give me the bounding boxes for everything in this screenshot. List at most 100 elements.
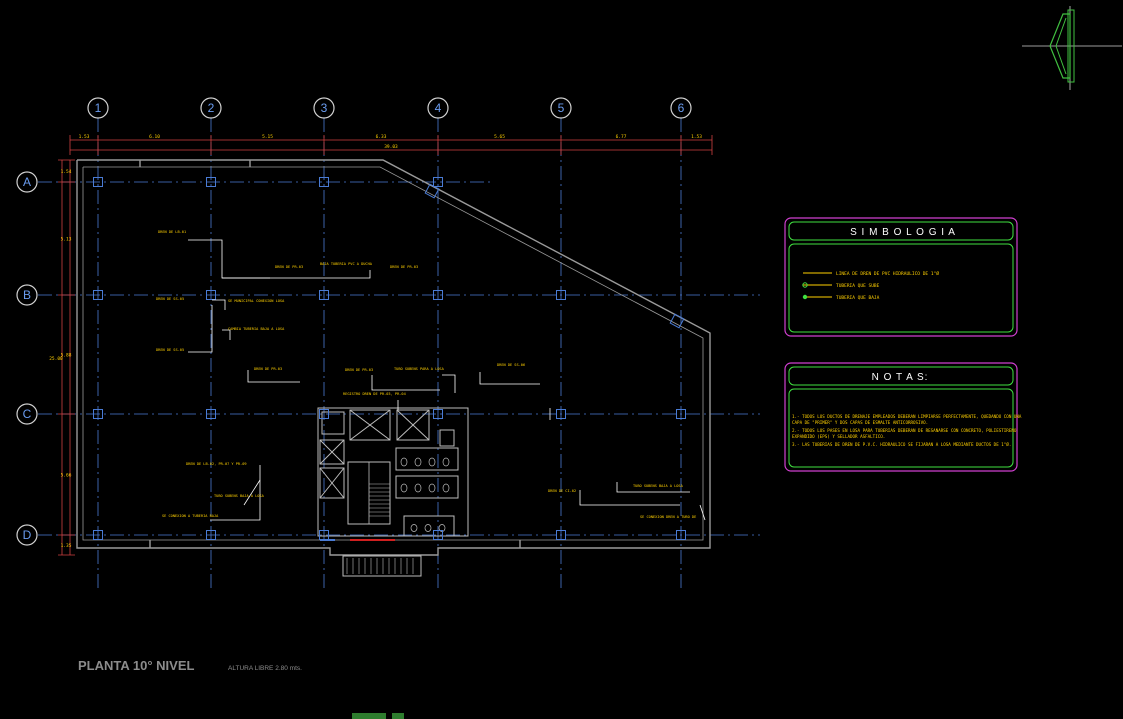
symbol-sube-icon: [802, 282, 808, 288]
plan-annotation: DREN DE PR-03: [254, 367, 282, 371]
dim-top-value: 5.15: [262, 134, 273, 140]
dim-top-value: 6.77: [616, 134, 627, 140]
toilet-fixture: [442, 483, 450, 493]
lavatory-counter: [403, 515, 455, 537]
plan-annotation: DREN DE CI-02: [548, 489, 576, 493]
column-1B: [93, 290, 103, 300]
plan-annotation: SE CONEXION DREN A TUBO DE: [640, 515, 696, 519]
notas-panel: N O T A S: 1.- TODOS LOS DUCTOS DE DRENA…: [784, 362, 1022, 472]
lavatory-fixture: [410, 524, 418, 532]
diagonal-wall-columns: [424, 183, 685, 329]
dim-left-value: 5.66: [61, 473, 72, 479]
column-bubble-4: [427, 97, 449, 119]
leader-2: [222, 270, 371, 279]
nota-line-3: 3.- LAS TUBERIAS DE DREN DE P.V.C. HIDRA…: [792, 442, 1011, 447]
leader-6: [247, 370, 300, 383]
column-3C: [319, 409, 329, 419]
column-5D: [556, 530, 566, 540]
column-1C: [93, 409, 103, 419]
row-label-C: C: [23, 407, 32, 421]
elevator-2-x: [396, 409, 430, 441]
toilet-fixture: [414, 457, 422, 467]
building-outline: [76, 159, 711, 556]
column-2C: [206, 409, 216, 419]
plan-annotation: SE CONEXION A TUBERIA BAJA: [162, 514, 219, 518]
simbologia-title-box: [788, 221, 1014, 241]
layout-tab-marker: [352, 713, 386, 719]
plan-annotation: DREN DE LB-02, PR-07 Y PR-09: [186, 462, 247, 466]
toilet-fixture: [400, 483, 408, 493]
column-4C: [433, 409, 443, 419]
plan-annotation: DREN DE SS-05: [156, 297, 184, 301]
plan-annotation: TUBO SUBENS BAJA A LOSA: [633, 484, 684, 488]
duct-shaft: [321, 411, 345, 435]
symbol-label-1: LINEA DE DREN DE PVC HIDRAULICO DE 1"Ø: [836, 270, 939, 277]
column-6D: [676, 530, 686, 540]
dim-left-value: 5.88: [61, 353, 72, 359]
column-label-3: 3: [321, 101, 328, 115]
row-bubble-B: [16, 284, 38, 306]
grid-axis-lines: [38, 118, 760, 590]
row-axis-bubbles: A B C D: [16, 171, 38, 546]
row-label-D: D: [23, 528, 32, 542]
shaft-2: [319, 439, 345, 465]
simbologia-outer: [784, 217, 1018, 337]
toilet-fixture: [442, 457, 450, 467]
plan-annotation: DREN DE PR-03: [390, 265, 418, 269]
plan-annotation: REGISTRO DREN DE PR-03, PR-04: [343, 392, 406, 396]
diagonal-column: [669, 313, 685, 329]
shaft-3: [319, 467, 345, 499]
row-bubble-C: [16, 403, 38, 425]
column-2A: [206, 177, 216, 187]
dim-top-value: 5.65: [494, 134, 505, 140]
column-1A: [93, 177, 103, 187]
row-label-A: A: [23, 175, 31, 189]
notas-outer: [784, 362, 1018, 472]
column-4A: [433, 177, 443, 187]
column-bubble-5: [550, 97, 572, 119]
exterior-wall: [76, 159, 711, 556]
toilet-fixture: [400, 457, 408, 467]
interior-wall-line: [82, 166, 704, 541]
column-label-6: 6: [678, 101, 685, 115]
stair-treads: [368, 462, 390, 524]
dim-left-value: 1.35: [61, 543, 72, 549]
small-shaft: [439, 429, 455, 447]
leader-7: [371, 375, 440, 391]
dim-top-value: 1.53: [691, 134, 702, 140]
plan-annotation: TUBO SUBENS BAJA A LOSA: [214, 494, 265, 498]
layout-tab-marker: [392, 713, 404, 719]
shaft-3-x: [319, 467, 345, 499]
plan-annotation: CAMBIA TUBERIA BAJA A LOSA: [228, 327, 285, 331]
column-3B: [319, 290, 329, 300]
shaft-2-x: [319, 439, 345, 465]
symbol-label-2: TUBERIA QUE SUBE: [836, 283, 880, 289]
row-bubble-A: [16, 171, 38, 193]
toilet-fixture: [428, 457, 436, 467]
column-1D: [93, 530, 103, 540]
dim-top-value: 6.10: [149, 134, 160, 140]
toilet-fixtures: [400, 457, 450, 532]
row-label-B: B: [23, 288, 31, 302]
column-3D: [319, 530, 329, 540]
column-5B: [556, 290, 566, 300]
lavatory-fixture: [424, 524, 432, 532]
leader-14: [699, 504, 706, 521]
plan-annotation: DREN DE SS-05: [156, 348, 184, 352]
plan-title: PLANTA 10° NIVEL: [78, 658, 194, 673]
column-4B: [433, 290, 443, 300]
leader-9: [479, 372, 540, 385]
exterior-stair-treads: [346, 558, 414, 574]
column-label-1: 1: [95, 101, 102, 115]
structural-columns: [93, 177, 686, 540]
dim-left-value: 5.13: [61, 237, 72, 243]
leader-8: [442, 374, 456, 393]
toilet-fixture: [428, 483, 436, 493]
plan-subtitle: ALTURA LIBRE 2.80 mts.: [228, 665, 302, 672]
drain-leaders: [188, 239, 706, 521]
diagonal-column: [424, 183, 440, 199]
